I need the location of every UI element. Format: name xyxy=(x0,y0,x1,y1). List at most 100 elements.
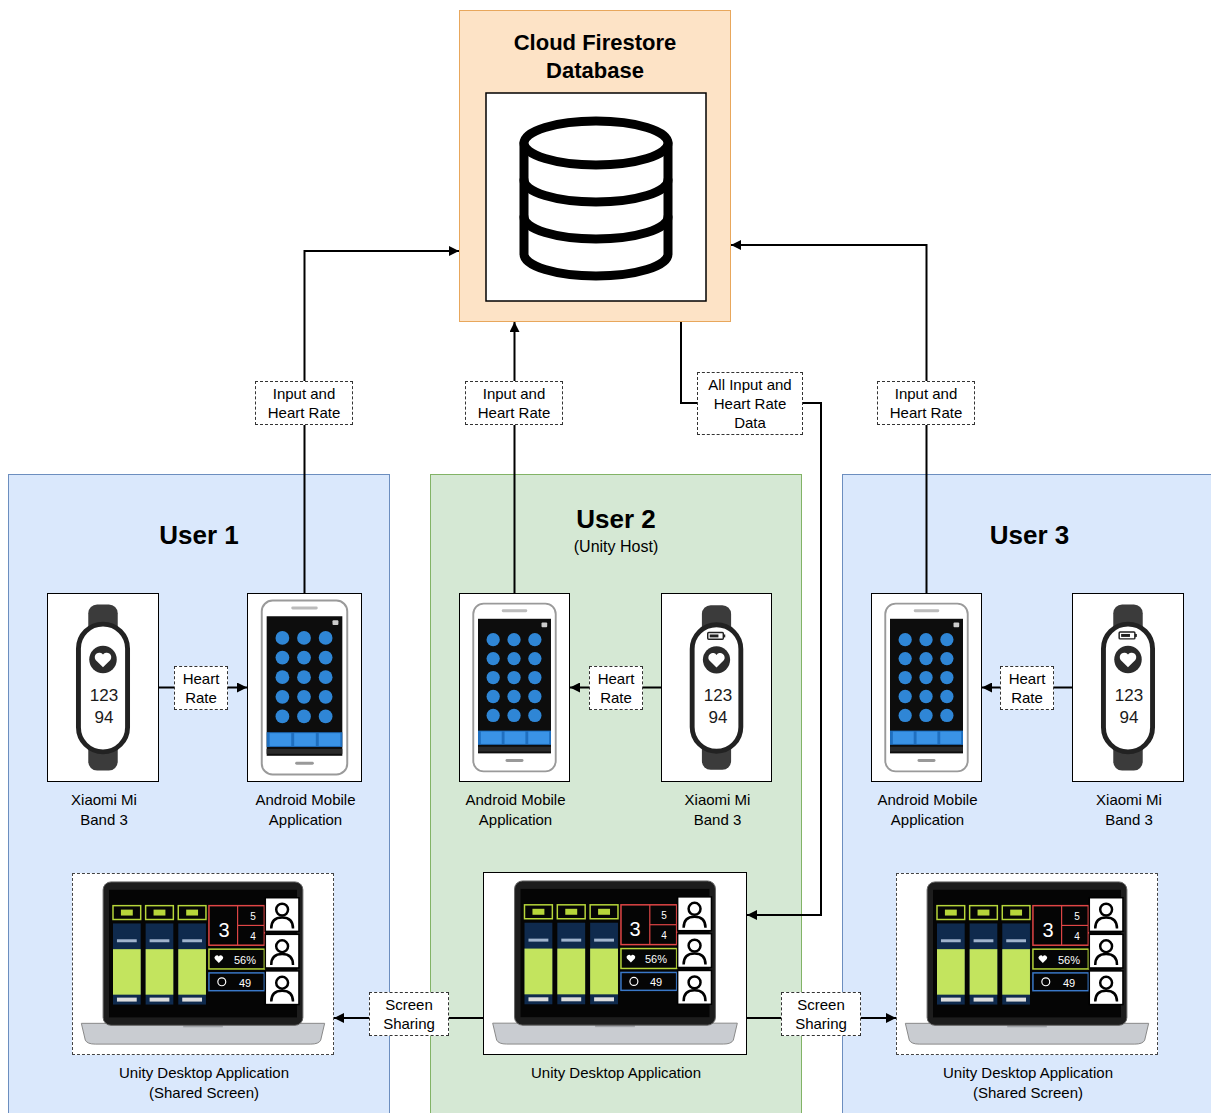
drawing-part xyxy=(262,601,347,775)
drawing-part xyxy=(267,732,343,747)
drawing-part xyxy=(178,949,206,994)
screen-value-slot: 94 xyxy=(74,708,134,728)
drawing-part xyxy=(150,939,170,942)
screen-value-slot: 56% xyxy=(215,954,275,967)
phone-box: Android Mobile Application xyxy=(247,593,362,782)
desktop-app-box: Unity Desktop Application35456%49 xyxy=(483,872,747,1055)
node-caption-slot: Xiaomi Mi Band 3 xyxy=(59,790,149,830)
drawing-part xyxy=(940,652,953,665)
drawing-part xyxy=(319,631,333,645)
drawing-part xyxy=(1033,906,1088,946)
screen-value: 94 xyxy=(688,708,748,728)
drawing-part xyxy=(899,652,912,665)
screen-value-slot: 5 xyxy=(634,910,694,922)
screen-value-slot: 5 xyxy=(1047,911,1107,923)
drawing-part xyxy=(1114,646,1142,674)
drawing-part xyxy=(708,633,724,640)
screen-value: 94 xyxy=(1099,708,1159,728)
node-caption: Unity Desktop Application (Shared Screen… xyxy=(928,1063,1128,1103)
edge-label: All Input and Heart Rate Data xyxy=(697,372,803,435)
drawing-part xyxy=(1095,954,1117,965)
drawing-part xyxy=(319,733,341,746)
drawing-part xyxy=(914,609,940,612)
drawing-part xyxy=(507,633,520,646)
drawing-part xyxy=(95,653,111,668)
screen-value: 5 xyxy=(634,910,694,922)
drawing-part xyxy=(974,998,994,1002)
screen-value: 123 xyxy=(1099,686,1159,706)
edge-label-slot: Input and Heart Rate xyxy=(465,381,563,425)
screen-value: 123 xyxy=(74,686,134,706)
node-caption-slot: Unity Desktop Application (Shared Screen… xyxy=(928,1063,1128,1103)
edge-label: Input and Heart Rate xyxy=(877,381,975,425)
drawing-part xyxy=(297,651,311,665)
drawing-part xyxy=(937,949,965,994)
drawing-part xyxy=(103,882,303,1025)
edge-label-slot: Input and Heart Rate xyxy=(255,381,353,425)
drawing-part xyxy=(297,690,311,704)
drawing-part xyxy=(1042,978,1050,986)
drawing-part xyxy=(297,631,311,645)
laptop-illustration xyxy=(897,874,1157,1054)
drawing-part xyxy=(594,939,614,942)
screen-value: 56% xyxy=(215,954,275,967)
drawing-part xyxy=(493,1023,738,1044)
drawing-part xyxy=(557,923,585,1005)
drawing-part xyxy=(919,671,932,684)
drawing-part xyxy=(1120,653,1136,668)
drawing-part xyxy=(970,906,998,920)
drawing-part xyxy=(565,909,577,915)
drawing-part xyxy=(487,652,500,665)
node-caption-slot: Xiaomi Mi Band 3 xyxy=(673,790,763,830)
drawing-part xyxy=(265,898,299,932)
drawing-part xyxy=(689,976,701,988)
drawing-part xyxy=(1039,955,1048,963)
drawing-part xyxy=(899,633,912,646)
shared-screen-box: Unity Desktop Application (Shared Screen… xyxy=(896,873,1158,1055)
edge-label: Screen Sharing xyxy=(781,992,861,1036)
drawing-part xyxy=(113,923,141,1004)
drawing-part xyxy=(970,923,998,1004)
drawing-part xyxy=(276,710,290,724)
node-caption-slot: Android Mobile Application xyxy=(853,790,1003,830)
drawing-part xyxy=(899,709,912,722)
drawing-part xyxy=(150,998,170,1002)
node-caption: Android Mobile Application xyxy=(231,790,381,830)
drawing-part xyxy=(905,1023,1148,1044)
drawing-part xyxy=(594,997,614,1001)
drawing-part xyxy=(113,906,141,920)
drawing-part xyxy=(893,732,914,744)
screen-value: 4 xyxy=(1047,931,1107,943)
drawing-part xyxy=(532,909,544,915)
drawing-part xyxy=(528,997,548,1001)
drawing-part xyxy=(291,606,318,609)
drawing-part xyxy=(1100,977,1112,989)
drawing-part xyxy=(276,977,288,989)
edge-label-slot: Heart Rate xyxy=(589,666,643,710)
edge-label: Heart Rate xyxy=(174,666,228,710)
drawing-part xyxy=(978,910,990,916)
drawing-part xyxy=(678,970,712,1004)
phone-illustration xyxy=(248,594,361,781)
drawing-part xyxy=(271,918,293,929)
drawing-part xyxy=(899,690,912,703)
drawing-part xyxy=(487,633,500,646)
drawing-part xyxy=(113,949,141,994)
drawing-part xyxy=(1100,940,1112,952)
drawing-part xyxy=(507,671,520,684)
drawing-part xyxy=(146,923,174,1004)
edge-label: Input and Heart Rate xyxy=(465,381,563,425)
drawing-part xyxy=(265,971,299,1005)
screen-value: 123 xyxy=(688,686,748,706)
drawing-part xyxy=(678,897,712,931)
drawing-part xyxy=(478,731,551,745)
drawing-part xyxy=(561,997,581,1001)
edge-label-slot: Screen Sharing xyxy=(781,992,861,1036)
drawing-part xyxy=(319,690,333,704)
drawing-part xyxy=(528,671,541,684)
drawing-part xyxy=(117,998,137,1002)
drawing-part xyxy=(507,709,520,722)
node-caption: Android Mobile Application xyxy=(441,790,591,830)
drawing-part xyxy=(689,903,701,915)
screen-value-slot: 123 xyxy=(1099,686,1159,706)
